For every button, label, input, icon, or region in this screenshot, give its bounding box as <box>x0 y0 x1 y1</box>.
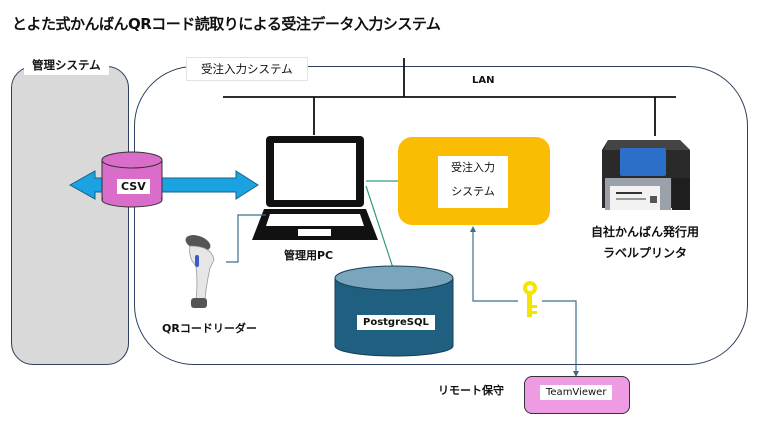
pc-to-db-connector <box>365 185 394 269</box>
qr-scanner-icon <box>185 235 215 308</box>
printer-label-line2: ラベルプリンタ <box>602 246 687 260</box>
key-icon <box>523 281 537 317</box>
remote-maintenance-label: リモート保守 <box>438 384 504 397</box>
laptop-icon <box>252 136 378 240</box>
csv-label: CSV <box>117 179 150 194</box>
database-label: PostgreSQL <box>357 315 435 330</box>
label-printer-icon <box>602 140 690 210</box>
printer-label-line1: 自社かんばん発行用 <box>590 225 699 239</box>
management-pc-label: 管理用PC <box>284 249 334 262</box>
page-title: とよた式かんばんQRコード読取りによる受注データ入力システム <box>12 15 441 33</box>
order-system-label-line2: システム <box>451 185 495 198</box>
order-system-label: 受注入力 システム <box>438 156 508 208</box>
order-input-system-group <box>134 66 748 365</box>
printer-label: 自社かんばん発行用 ラベルプリンタ <box>590 222 700 264</box>
management-system-group <box>11 66 129 365</box>
key-to-teamviewer-connector <box>542 300 577 374</box>
lan-label: LAN <box>472 75 495 86</box>
teamviewer-label: TeamViewer <box>540 385 613 400</box>
csv-transfer-arrow <box>68 170 259 200</box>
key-to-system-connector <box>472 228 518 302</box>
qr-reader-label: QRコードリーダー <box>162 322 257 335</box>
order-system-label-line1: 受注入力 <box>451 161 495 174</box>
order-input-system-label: 受注入力システム <box>186 57 308 81</box>
qr-to-pc-connector <box>226 214 266 263</box>
database-cylinder-icon <box>334 265 454 357</box>
management-system-label: 管理システム <box>24 55 109 75</box>
